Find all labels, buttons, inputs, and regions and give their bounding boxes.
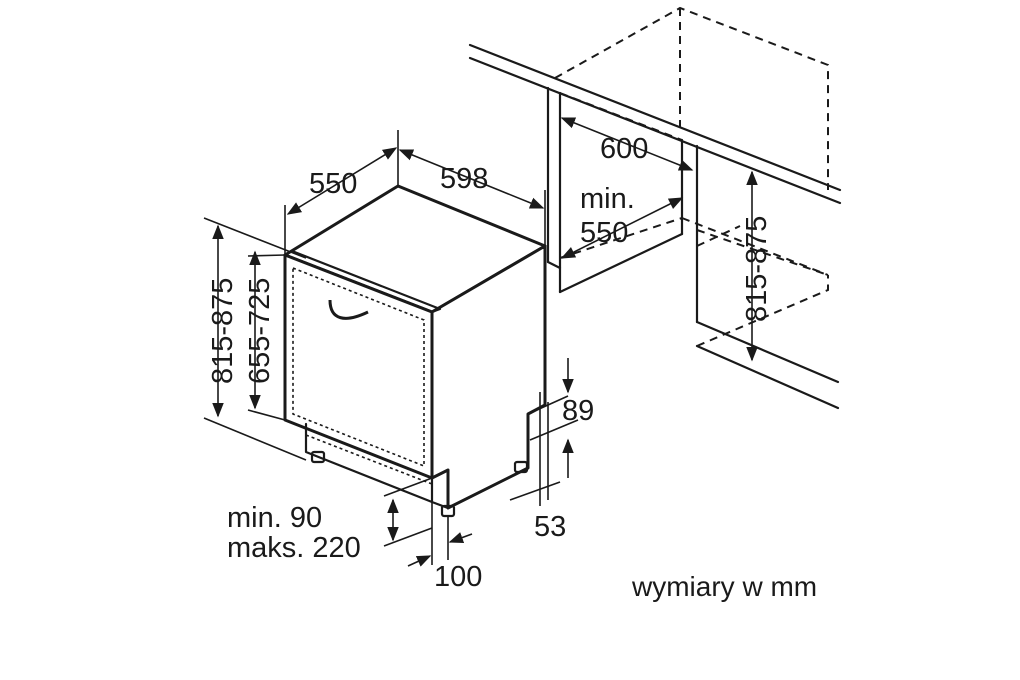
dishwasher-icon <box>283 184 547 518</box>
niche-width-label: 600 <box>600 133 648 165</box>
total-height-label: 815-875 <box>207 278 239 384</box>
plinth-top-label: 89 <box>562 395 594 427</box>
niche-depth-value-label: 550 <box>580 217 628 249</box>
door-handle-icon <box>328 299 369 320</box>
niche-depth-min-label: min. <box>580 183 635 215</box>
width-label: 598 <box>440 163 488 195</box>
plinth-height-min-label: min. 90 <box>227 502 322 534</box>
dimension-lines <box>203 117 758 567</box>
plinth-depth-label: 100 <box>434 561 482 593</box>
niche-cabinet-icon <box>468 6 842 410</box>
depth-label: 550 <box>309 168 357 200</box>
plinth-height-max-label: maks. 220 <box>227 532 361 564</box>
plinth-bottom-label: 53 <box>534 511 566 543</box>
units-note: wymiary w mm <box>631 571 817 602</box>
door-height-label: 655-725 <box>244 278 276 384</box>
niche-height-label: 815-875 <box>741 216 773 322</box>
